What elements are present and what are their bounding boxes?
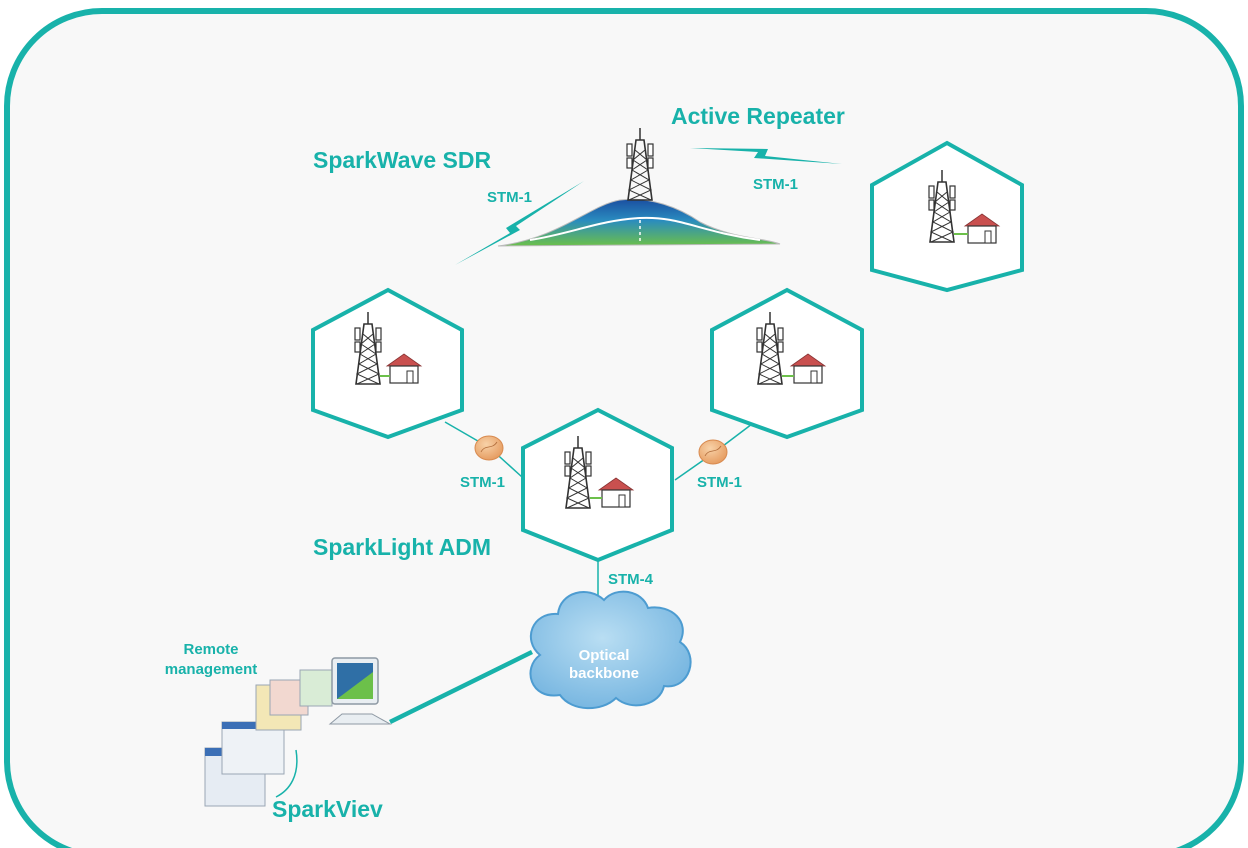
right-fiber-label: STM-1	[697, 474, 742, 491]
cloud-label-line1: Optical	[579, 647, 630, 664]
sparkwave-sdr-label: SparkWave SDR	[313, 147, 491, 173]
left-fiber-label: STM-1	[460, 474, 505, 491]
remote-management-label-line2: management	[165, 661, 258, 678]
sparklight-adm-label: SparkLight ADM	[313, 534, 491, 560]
active-repeater-label: Active Repeater	[671, 103, 845, 129]
cloud-icon	[529, 590, 692, 710]
sdr-link-label: STM-1	[487, 189, 532, 206]
hexagon-center	[521, 407, 674, 563]
sparkview-label: SparkViev	[272, 796, 383, 822]
remote-management-label-line1: Remote	[183, 641, 238, 658]
cloud-label-line2: backbone	[569, 665, 639, 682]
mountain-icon	[497, 198, 781, 247]
hexagon-left	[311, 287, 464, 440]
fiber-splice-icon	[474, 435, 504, 461]
sdr-lightning-icon	[455, 181, 584, 265]
repeater-link-label: STM-1	[753, 176, 798, 193]
monitor-icon	[204, 657, 392, 807]
backbone-link-label: STM-4	[608, 571, 654, 588]
repeater-lightning-icon	[690, 148, 842, 164]
hexagon-right-top	[870, 140, 1024, 293]
fiber-splice-icon	[698, 439, 728, 465]
hexagon-right	[710, 287, 864, 440]
